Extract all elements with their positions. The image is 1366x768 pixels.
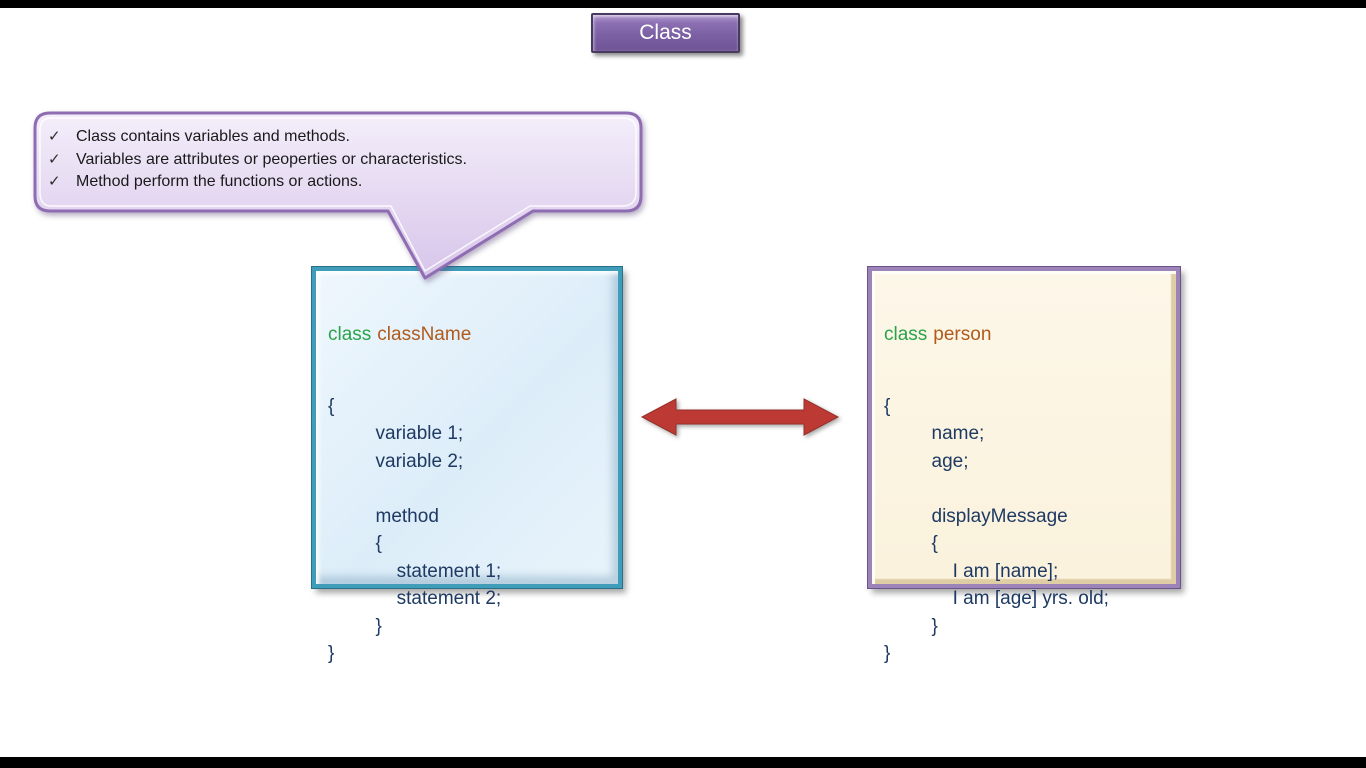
code-line: variable 2; bbox=[328, 450, 464, 472]
code-line bbox=[884, 475, 1170, 503]
code-line: I am [name]; bbox=[884, 560, 1059, 582]
callout-inner-highlight bbox=[39, 117, 637, 272]
class-keyword: class bbox=[884, 324, 928, 345]
callout-bubble-shape bbox=[33, 111, 643, 280]
check-icon: ✓ bbox=[48, 150, 61, 168]
class-name: className bbox=[377, 324, 472, 345]
left-code-lines: { variable 1; variable 2; method { state… bbox=[328, 393, 612, 668]
callout-bubble bbox=[33, 111, 643, 280]
class-keyword: class bbox=[328, 324, 372, 345]
callout-item-text: Method perform the functions or actions. bbox=[76, 173, 363, 190]
code-line: method bbox=[328, 505, 439, 527]
code-line: statement 2; bbox=[328, 588, 502, 609]
callout-item: ✓ Variables are attributes or peoperties … bbox=[48, 149, 628, 172]
callout-item-text: Class contains variables and methods. bbox=[76, 128, 350, 145]
code-line: I am [age] yrs. old; bbox=[884, 588, 1109, 609]
top-letterbox-bar bbox=[0, 0, 1366, 8]
class-name: person bbox=[933, 324, 992, 345]
callout-item: ✓ Class contains variables and methods. bbox=[48, 126, 628, 149]
code-line: } bbox=[884, 643, 891, 664]
code-line: { bbox=[328, 395, 335, 417]
code-line: } bbox=[884, 615, 938, 637]
code-line: variable 1; bbox=[328, 423, 464, 444]
code-line: } bbox=[328, 615, 382, 637]
code-line: displayMessage bbox=[884, 505, 1068, 527]
right-code-lines: { name; age; displayMessage { I am [name… bbox=[884, 393, 1170, 668]
code-line: statement 1; bbox=[328, 560, 502, 582]
code-line: age; bbox=[884, 450, 969, 472]
callout-list: ✓ Class contains variables and methods. ✓ V… bbox=[48, 126, 628, 194]
bottom-letterbox-bar bbox=[0, 757, 1366, 768]
code-line: { bbox=[328, 533, 382, 554]
code-line bbox=[328, 475, 612, 503]
code-line: name; bbox=[884, 423, 985, 444]
check-icon: ✓ bbox=[48, 128, 61, 145]
class-title-button: Class bbox=[591, 13, 740, 53]
code-line: { bbox=[884, 395, 891, 417]
double-headed-arrow-icon bbox=[640, 398, 840, 436]
code-line: { bbox=[884, 533, 938, 554]
class-title-label: Class bbox=[639, 21, 692, 44]
check-icon: ✓ bbox=[48, 173, 61, 190]
code-line: } bbox=[328, 643, 335, 664]
callout-item: ✓ Method perform the functions or actions… bbox=[48, 171, 628, 194]
callout-item-text: Variables are attributes or peoperties o… bbox=[76, 150, 467, 168]
